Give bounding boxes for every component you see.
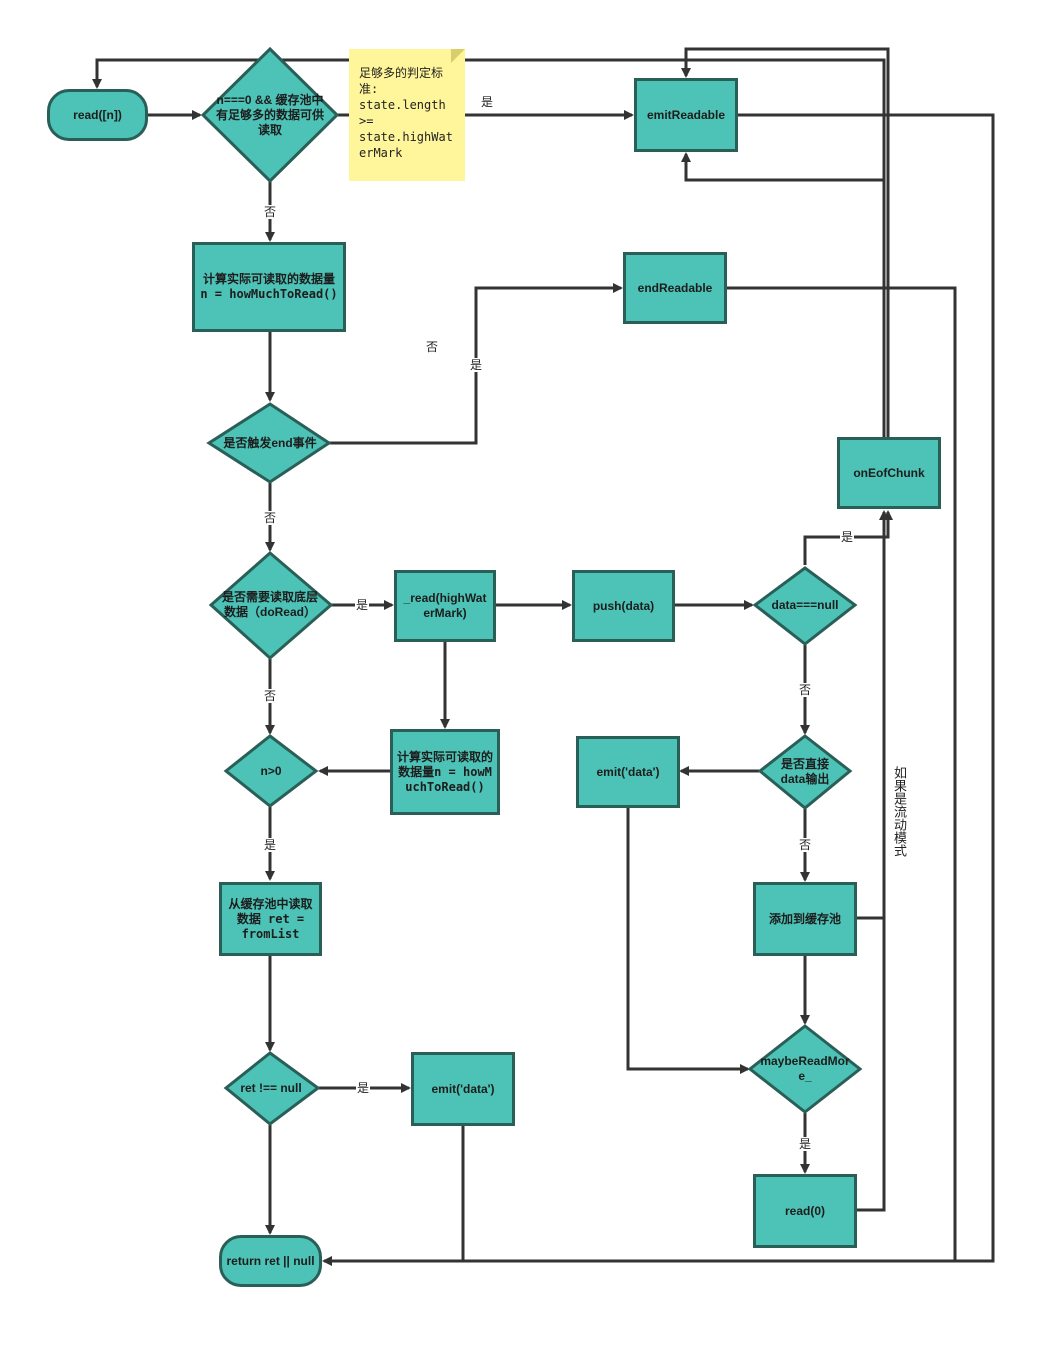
node-read-n: read([n]) — [47, 89, 148, 141]
node-from-list: 从缓存池中读取数据 ret = fromList — [219, 882, 322, 956]
node-calc-n-label: 计算实际可读取的数据量 n = howMuchToRead() — [200, 272, 338, 301]
diamond-n-gt-0 — [223, 734, 319, 808]
edge-label-no-end: 否 — [425, 340, 439, 354]
edge-label-no-doread: 否 — [262, 511, 278, 525]
edge-oneof-to-emitreadable-bottom — [681, 152, 884, 182]
node-emit-readable: emitReadable — [634, 78, 738, 152]
diamond-trigger-end-label: 是否触发end事件 — [223, 435, 317, 450]
node-on-eof-chunk-label: onEofChunk — [853, 465, 925, 480]
diamond-need-do-read-label: 是否需要读取底层数据（doRead） — [221, 590, 318, 619]
note-line-3: >= — [359, 114, 374, 128]
diamond-ret-not-null-label: ret !== null — [240, 1080, 302, 1095]
edge-label-yes-read0: 是 — [797, 1137, 813, 1151]
node-push-data-label: push(data) — [592, 598, 655, 613]
diamond-enough-buffer-label: n===0 && 缓存池中有足够多的数据可供读取 — [215, 92, 324, 137]
diamond-maybe-read-more-label: maybeReadMore_ — [760, 1054, 850, 1083]
edge-label-yes-oneof: 是 — [839, 530, 855, 544]
diamond-maybe-read-more — [747, 1024, 863, 1114]
node-calc-n: 计算实际可读取的数据量 n = howMuchToRead() — [192, 242, 346, 332]
diamond-need-do-read — [208, 551, 334, 661]
diamond-enough-buffer — [200, 46, 340, 184]
edge-endreadable-to-return — [727, 286, 957, 1261]
sticky-note-criteria: 足够多的判定标准: state.length >= state.highWate… — [349, 49, 465, 181]
edge-label-yes-end: 是 — [468, 358, 484, 372]
node-on-eof-chunk: onEofChunk — [837, 437, 941, 509]
node-return-ret: return ret || null — [219, 1235, 322, 1287]
edge-label-no-ngt0: 否 — [262, 689, 278, 703]
node-read-0: read(0) — [753, 1174, 857, 1248]
node-add-buffer-label: 添加到缓存池 — [768, 911, 841, 926]
node-read-n-label: read([n]) — [73, 107, 122, 122]
note-line-1: 足够多的判定标准: — [359, 66, 444, 96]
edge-label-yes-fromlist: 是 — [262, 838, 278, 852]
note-line-4: state.highWaterMark — [359, 130, 453, 160]
node-from-list-label: 从缓存池中读取数据 ret = fromList — [228, 896, 313, 941]
node-read-0-label: read(0) — [784, 1203, 825, 1218]
edge-label-yes-readhwm: 是 — [354, 598, 370, 612]
node-emit-readable-label: emitReadable — [646, 107, 726, 122]
edge-label-yes-emitdata: 是 — [355, 1081, 371, 1095]
diamond-n-gt-0-label: n>0 — [260, 763, 282, 778]
diamond-ret-not-null — [223, 1051, 321, 1126]
diamond-direct-output — [757, 734, 853, 810]
node-end-readable: endReadable — [623, 252, 727, 324]
edge-label-no-directoutput: 否 — [797, 683, 813, 697]
node-read-hwm: _read(highWaterMark) — [394, 570, 496, 642]
edge-oneof-up — [681, 47, 890, 437]
diamond-data-null — [752, 566, 858, 646]
edge-emitreadable-to-return — [322, 113, 995, 1266]
node-push-data: push(data) — [572, 570, 675, 642]
node-emit-data-left-label: emit('data') — [431, 1081, 495, 1096]
node-return-ret-label: return ret || null — [226, 1253, 315, 1268]
diamond-trigger-end — [206, 402, 332, 484]
diamond-direct-output-label: 是否直接data输出 — [780, 757, 830, 786]
edge-emitdata-to-maybereadmore — [626, 807, 750, 1074]
node-emit-data-right: emit('data') — [576, 736, 680, 808]
node-calc-n2: 计算实际可读取的数据量n = howMuchToRead() — [390, 729, 500, 815]
node-calc-n2-label: 计算实际可读取的数据量n = howMuchToRead() — [397, 749, 494, 794]
edge-label-no-addbuffer: 否 — [797, 838, 813, 852]
node-read-hwm-label: _read(highWaterMark) — [403, 591, 487, 620]
node-add-buffer: 添加到缓存池 — [753, 882, 857, 956]
node-end-readable-label: endReadable — [637, 280, 713, 295]
node-emit-data-left: emit('data') — [411, 1052, 515, 1126]
edge-read0-to-oneof — [856, 510, 889, 1212]
diamond-data-null-label: data===null — [771, 597, 839, 612]
decision-diamonds — [200, 46, 863, 1126]
node-emit-data-right-label: emit('data') — [596, 764, 660, 779]
note-line-2: state.length — [359, 98, 446, 112]
flowing-mode-label: 如果是流动模式 — [891, 766, 906, 857]
edge-label-no-calcn: 否 — [262, 205, 278, 219]
edge-label-yes-emitreadable: 是 — [479, 95, 495, 109]
edge-oneof-to-read — [92, 58, 886, 437]
